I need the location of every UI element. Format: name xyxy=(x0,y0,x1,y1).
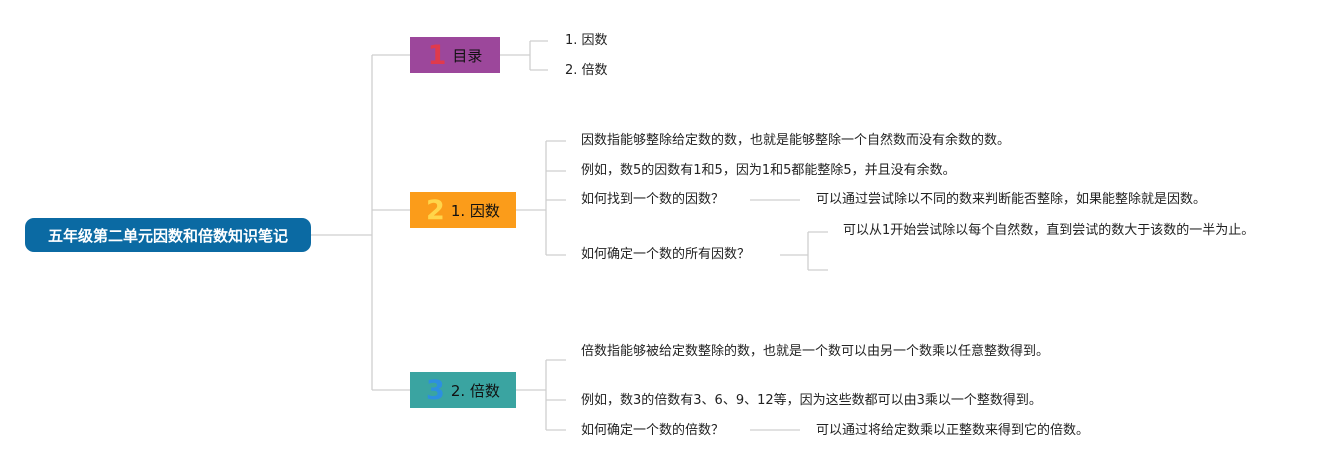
topic-label: 1. 因数 xyxy=(450,201,500,220)
leaf-toc-2[interactable]: 2. 倍数 xyxy=(565,63,608,78)
leaf-factor-all-factors-answer[interactable]: 可以从1开始尝试除以每个自然数，直到尝试的数大于该数的一半为止。 xyxy=(843,223,1255,238)
leaf-toc-1[interactable]: 1. 因数 xyxy=(565,33,608,48)
leaf-factor-how-to-find-answer[interactable]: 可以通过尝试除以不同的数来判断能否整除，如果能整除就是因数。 xyxy=(816,192,1207,207)
leaf-multiple-how-to[interactable]: 如何确定一个数的倍数？ xyxy=(581,423,725,438)
topic-label: 2. 倍数 xyxy=(450,381,500,400)
topic-factors[interactable]: 2 1. 因数 xyxy=(410,192,516,228)
leaf-factor-definition[interactable]: 因数指能够整除给定数的数，也就是能够整除一个自然数而没有余数的数。 xyxy=(581,133,1011,148)
leaf-multiple-example[interactable]: 例如，数3的倍数有3、6、9、12等，因为这些数都可以由3乘以一个整数得到。 xyxy=(581,393,1042,408)
topic-number-badge: 2 xyxy=(426,194,445,226)
leaf-multiple-how-to-answer[interactable]: 可以通过将给定数乘以正整数来得到它的倍数。 xyxy=(816,423,1090,438)
topic-toc[interactable]: 1 目录 xyxy=(410,37,500,73)
leaf-factor-example[interactable]: 例如，数5的因数有1和5，因为1和5都能整除5，并且没有余数。 xyxy=(581,163,956,178)
topic-number-badge: 1 xyxy=(427,39,447,71)
leaf-multiple-definition[interactable]: 倍数指能够被给定数整除的数，也就是一个数可以由另一个数乘以任意整数得到。 xyxy=(581,344,1050,359)
leaf-factor-all-factors[interactable]: 如何确定一个数的所有因数？ xyxy=(581,247,751,262)
root-node[interactable]: 五年级第二单元因数和倍数知识笔记 xyxy=(25,218,311,252)
root-title: 五年级第二单元因数和倍数知识笔记 xyxy=(47,226,288,245)
topic-label: 目录 xyxy=(452,46,483,65)
topic-multiples[interactable]: 3 2. 倍数 xyxy=(410,372,516,408)
topic-number-badge: 3 xyxy=(426,374,445,406)
leaf-factor-how-to-find[interactable]: 如何找到一个数的因数？ xyxy=(581,192,725,207)
